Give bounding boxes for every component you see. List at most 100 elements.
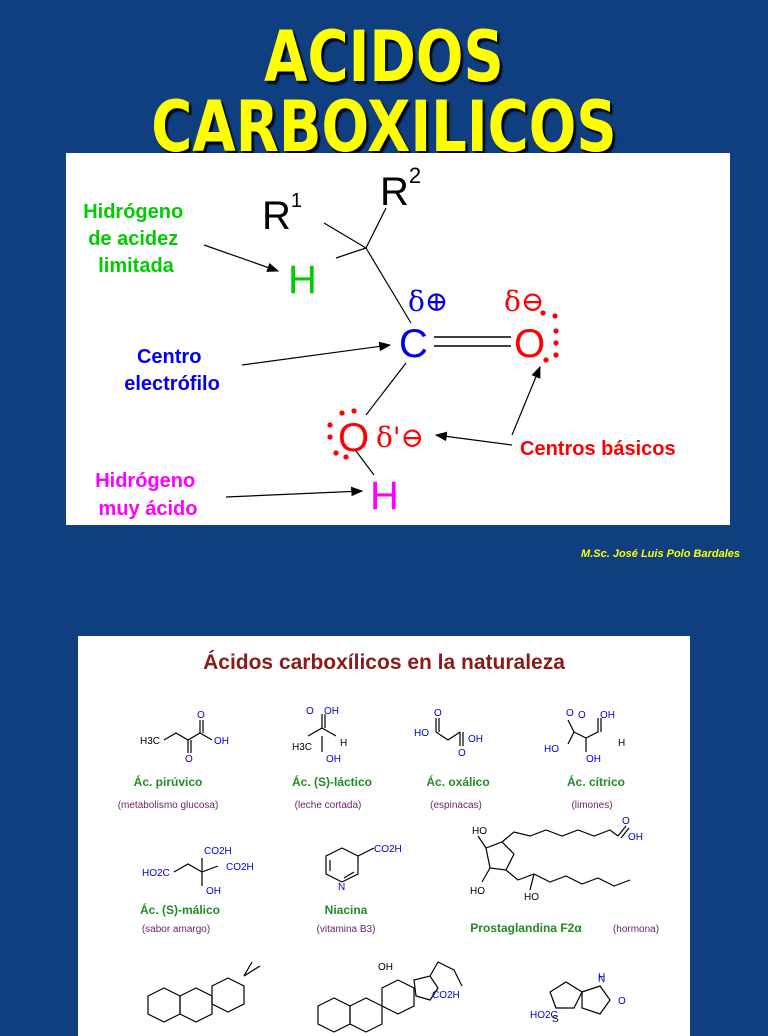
svg-text:HO: HO (414, 728, 429, 739)
svg-text:O: O (197, 710, 205, 721)
carboxyl-structure-panel: R1 R2 H C O O H δ⊕ δ⊖ δ'⊖ Hidrógeno de a… (66, 153, 730, 525)
carbonyl-oxygen-atom: O (514, 322, 545, 366)
label-basic-centers: Centros básicos (520, 438, 676, 460)
label-h-very-acid: Hidrógeno muy ácido (95, 470, 201, 520)
arrow-basic-hydroxyl (434, 431, 513, 446)
svg-text:O: O (618, 996, 626, 1007)
structure-lactic (307, 714, 337, 752)
svg-text:OH: OH (586, 754, 601, 765)
bond-o-h (355, 450, 375, 476)
labels-piruvic: H3C O O OH (140, 710, 229, 765)
svg-text:OH: OH (206, 886, 221, 897)
arrow-h-limited (203, 244, 280, 272)
bond-r1 (323, 222, 367, 249)
labels-steroid-mid: OH CO2H (378, 962, 460, 1001)
svg-text:Niacina: Niacina (325, 903, 368, 917)
h-alpha-atom: H (288, 258, 317, 302)
svg-text:OH: OH (326, 754, 341, 765)
labels-prostaglandin: HO O OH HO HO (470, 816, 643, 903)
structure-niacin (325, 847, 375, 883)
nature-heading: Ácidos carboxílicos en la naturaleza (203, 651, 565, 674)
labels-biotin: HO2C S H N O (530, 972, 626, 1025)
svg-text:(espinacas): (espinacas) (430, 800, 482, 811)
svg-text:CO2H: CO2H (432, 990, 460, 1001)
structure-citric (567, 718, 602, 752)
svg-text:HO: HO (472, 826, 487, 837)
bond-c-alpha (365, 247, 412, 324)
svg-text:H: H (618, 738, 625, 749)
acid-h-atom: H (370, 474, 399, 518)
bond-h-alpha (335, 247, 367, 259)
svg-text:N: N (598, 974, 605, 985)
arrow-h-very-acid (225, 486, 364, 498)
svg-text:HO2C: HO2C (142, 868, 170, 879)
svg-text:(sabor amargo): (sabor amargo) (142, 924, 210, 935)
svg-text:HO: HO (470, 886, 485, 897)
svg-text:OH: OH (600, 710, 615, 721)
labels-oxalic: HO O O OH (414, 708, 483, 759)
svg-text:HO: HO (524, 892, 539, 903)
svg-text:OH: OH (468, 734, 483, 745)
svg-text:Ác. pirúvico: Ác. pirúvico (134, 774, 203, 789)
hydroxyl-oxygen-atom: O (338, 416, 369, 460)
carboxyl-diagram: R1 R2 H C O O H δ⊕ δ⊖ δ'⊖ Hidrógeno de a… (83, 163, 676, 520)
delta-minus-label: δ⊖ (504, 285, 544, 318)
labels-citric: O OH HO O H OH (544, 708, 625, 765)
svg-text:N: N (338, 882, 345, 893)
svg-text:OH: OH (214, 736, 229, 747)
lone-pairs-carbonyl (540, 310, 559, 363)
svg-text:O: O (566, 708, 574, 719)
svg-text:HO2C: HO2C (530, 1010, 558, 1021)
carbon-atom: C (399, 322, 428, 366)
svg-text:(vitamina B3): (vitamina B3) (317, 924, 376, 935)
svg-text:H3C: H3C (140, 736, 160, 747)
svg-text:CO2H: CO2H (374, 844, 402, 855)
svg-text:(leche cortada): (leche cortada) (295, 800, 362, 811)
svg-text:O: O (306, 706, 314, 717)
arrow-basic-carbonyl (511, 365, 541, 436)
nature-acids-panel: Ácidos carboxílicos en la naturaleza H3C… (78, 636, 690, 1036)
structure-piruvic (163, 720, 213, 753)
structure-biotin (549, 981, 611, 1015)
bond-c-o (365, 362, 407, 416)
svg-text:O: O (458, 748, 466, 759)
labels-niacin: CO2H N (338, 844, 402, 893)
nature-acids-figure: Ácidos carboxílicos en la naturaleza H3C… (118, 651, 659, 1033)
svg-text:OH: OH (628, 832, 643, 843)
label-h-limited: Hidrógeno de acidez limitada (83, 201, 189, 277)
svg-text:(hormona): (hormona) (613, 924, 659, 935)
labels-malic: CO2H HO2C CO2H OH (142, 846, 254, 897)
compound-names-row2: Ác. (S)-málico Niacina Prostaglandina F2… (140, 902, 582, 935)
svg-text:S: S (552, 1014, 559, 1025)
svg-text:Ác. (S)-málico: Ác. (S)-málico (140, 902, 220, 917)
svg-text:HO: HO (544, 744, 559, 755)
svg-text:H: H (340, 738, 347, 749)
svg-text:O: O (622, 816, 630, 827)
svg-text:Ác. oxálico: Ác. oxálico (426, 774, 489, 789)
svg-text:H3C: H3C (292, 742, 312, 753)
svg-text:O: O (434, 708, 442, 719)
author-credit: M.Sc. José Luis Polo Bardales (581, 548, 740, 560)
svg-text:OH: OH (378, 962, 393, 973)
svg-text:OH: OH (324, 706, 339, 717)
bond-r2 (365, 207, 387, 249)
svg-text:Ác. (S)-láctico: Ác. (S)-láctico (292, 774, 372, 789)
structure-prostaglandin (477, 825, 631, 891)
svg-text:O: O (185, 754, 193, 765)
svg-text:Ác. cítrico: Ác. cítrico (567, 774, 625, 789)
labels-lactic: O OH H3C H OH (292, 706, 347, 765)
structure-oxalic (435, 718, 464, 746)
delta-prime-minus-label: δ'⊖ (376, 421, 424, 454)
arrow-electrophile (241, 341, 392, 366)
svg-text:CO2H: CO2H (204, 846, 232, 857)
svg-text:Prostaglandina F2α: Prostaglandina F2α (470, 921, 582, 935)
svg-text:(limones): (limones) (571, 800, 612, 811)
svg-text:H: H (598, 972, 605, 983)
svg-text:O: O (578, 710, 586, 721)
compound-notes-row2: (sabor amargo) (vitamina B3) (hormona) (142, 924, 659, 935)
r2-atom: R2 (380, 163, 421, 214)
slide-title: ACIDOS CARBOXILICOS (151, 16, 617, 168)
svg-text:CO2H: CO2H (226, 862, 254, 873)
compound-names-row1: Ác. pirúvico Ác. (S)-láctico Ác. oxálico… (134, 774, 625, 789)
lone-pairs-hydroxyl (327, 408, 357, 460)
